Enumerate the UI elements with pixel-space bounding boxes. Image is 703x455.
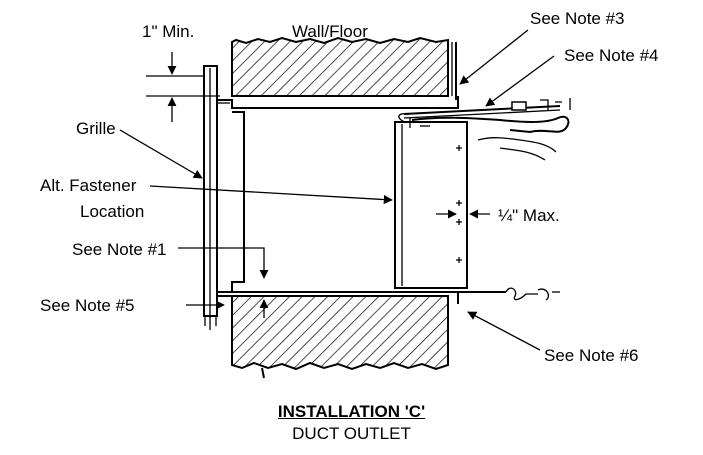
- alt-fastener-label-line1: Alt. Fastener: [40, 176, 137, 195]
- caption-title: INSTALLATION 'C': [277, 402, 426, 421]
- grille: [203, 65, 218, 330]
- wall-floor-label: Wall/Floor: [292, 22, 368, 41]
- note4-label: See Note #4: [564, 46, 659, 65]
- grille-label: Grille: [76, 119, 116, 138]
- caption-subtitle: DUCT OUTLET: [292, 424, 411, 443]
- lower-duct-connection: [458, 287, 560, 301]
- upper-wall-block: [231, 36, 449, 97]
- note3-label: See Note #3: [530, 9, 625, 28]
- leader-lines: [119, 29, 555, 351]
- min-gap-label: 1" Min.: [142, 22, 194, 41]
- lower-wall-block: [231, 295, 449, 379]
- alt-fastener-label-line2: Location: [80, 202, 144, 221]
- quarter-max-label: ¼" Max.: [498, 206, 560, 225]
- note1-label: See Note #1: [72, 240, 167, 259]
- duct-outlet-box: [394, 112, 468, 289]
- note5-label: See Note #5: [40, 296, 135, 315]
- duct-sleeve: [217, 42, 459, 304]
- upper-duct-connection: [403, 98, 571, 161]
- note6-label: See Note #6: [544, 346, 639, 365]
- min-gap-dimension: [146, 52, 220, 122]
